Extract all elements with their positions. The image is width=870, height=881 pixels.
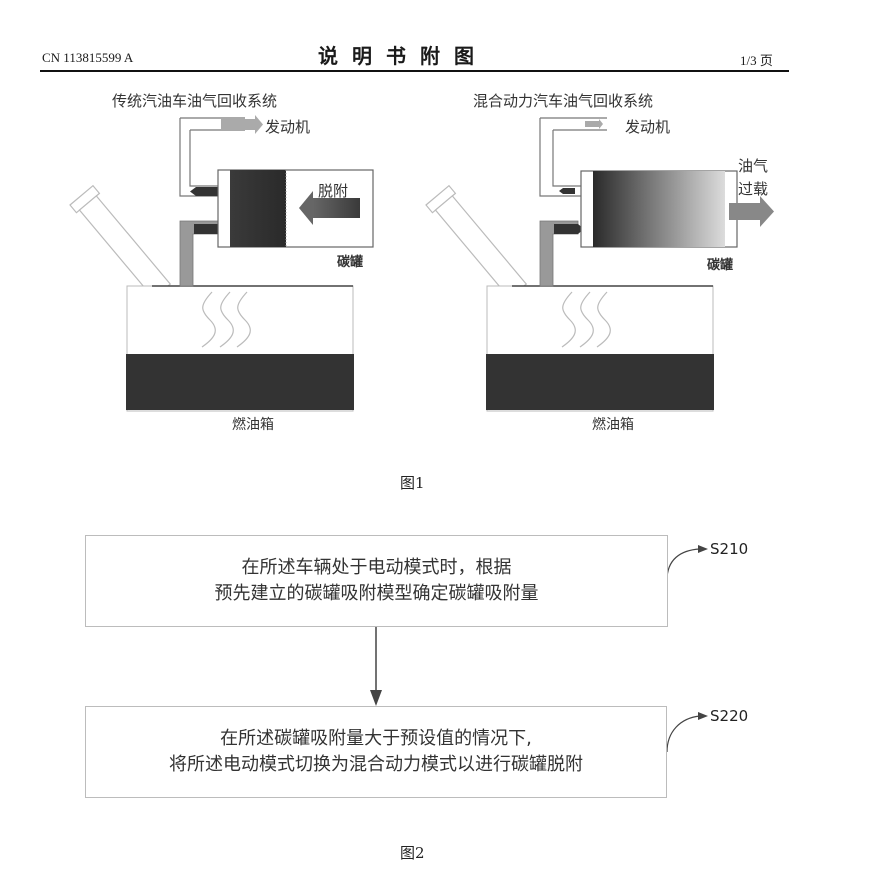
left-diagram-title: 传统汽油车油气回收系统 [112, 92, 278, 110]
right-canister-label: 碳罐 [707, 258, 734, 273]
flow-arrow [370, 627, 382, 706]
step-pointer-s220 [666, 715, 701, 753]
step-box-s220: 在所述碳罐吸附量大于预设值的情况下, 将所述电动模式切换为混合动力模式以进行碳罐… [85, 706, 667, 798]
figure1-caption: 图1 [400, 474, 425, 492]
page-number: 1/3 页 [740, 53, 773, 68]
left-engine-label: 发动机 [265, 118, 311, 136]
right-overload-label-2: 过载 [738, 180, 769, 198]
step-label-s220: S220 [710, 707, 749, 725]
step-s210-line1: 在所述车辆处于电动模式时，根据 [241, 557, 512, 578]
fuel-liquid [486, 354, 714, 410]
header-rule [40, 70, 789, 72]
step-box-s210: 在所述车辆处于电动模式时，根据 预先建立的碳罐吸附模型确定碳罐吸附量 [85, 535, 668, 627]
right-fuel-tank-label: 燃油箱 [592, 417, 634, 433]
left-desorption-label: 脱附 [318, 182, 349, 200]
step-s210-line2: 预先建立的碳罐吸附模型确定碳罐吸附量 [214, 583, 539, 604]
step-label-s210: S210 [710, 540, 749, 558]
vapor-icon [201, 291, 251, 348]
right-diagram [425, 117, 774, 412]
vapor-icon [561, 291, 611, 348]
left-fuel-tank-label: 燃油箱 [232, 417, 274, 433]
left-diagram [69, 115, 374, 412]
step-s220-line2: 将所述电动模式切换为混合动力模式以进行碳罐脱附 [169, 754, 583, 775]
figure2-caption: 图2 [400, 844, 425, 862]
page-title: 说明书附图 [318, 44, 488, 68]
right-overload-label-1: 油气 [738, 157, 769, 175]
right-engine-label: 发动机 [625, 118, 671, 136]
right-diagram-title: 混合动力汽车油气回收系统 [473, 92, 654, 110]
patent-number: CN 113815599 A [42, 50, 134, 65]
step-s220-line1: 在所述碳罐吸附量大于预设值的情况下, [220, 728, 532, 749]
filler-neck-icon [69, 184, 172, 300]
step-pointer-s210 [666, 548, 701, 581]
filler-neck-icon [425, 184, 528, 300]
left-canister-label: 碳罐 [337, 255, 364, 270]
fuel-liquid [126, 354, 354, 410]
